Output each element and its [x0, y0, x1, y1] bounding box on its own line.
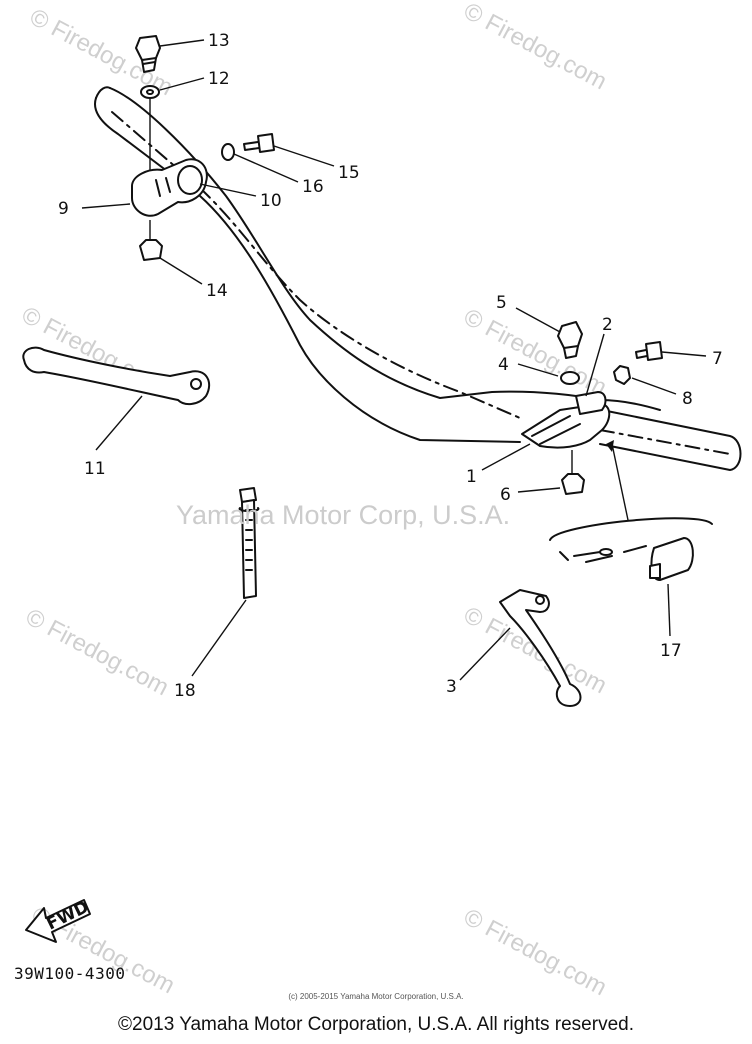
lever-11: [22, 346, 211, 406]
watermark: © Firedog.com: [459, 601, 611, 699]
callout-6: 6: [500, 485, 511, 505]
callout-11: 11: [84, 459, 106, 479]
callout-10: 10: [260, 191, 282, 211]
callout-7: 7: [712, 349, 723, 369]
small-copyright: (c) 2005-2015 Yamaha Motor Corporation, …: [288, 992, 464, 1001]
callout-2: 2: [602, 315, 613, 335]
callout-12: 12: [208, 69, 230, 89]
callout-4: 4: [498, 355, 509, 375]
callout-numbers: 13 12 15 16 10 9 14 11 5 2 4 7 8 1 6 17 …: [58, 31, 723, 701]
switch-detail: [549, 440, 713, 581]
watermark: © Firedog.com: [459, 0, 611, 95]
callout-1: 1: [466, 467, 477, 487]
callout-9: 9: [58, 199, 69, 219]
callout-8: 8: [682, 389, 693, 409]
watermark: © Firedog.com: [459, 903, 611, 1001]
callout-17: 17: [660, 641, 682, 661]
handlebar: [94, 86, 742, 471]
cable-tie-18: [238, 487, 260, 599]
right-clamp-assembly: [521, 321, 663, 495]
leader-lines: [81, 39, 707, 681]
upper-clamp-assembly: [131, 35, 275, 261]
copyright-footer: ©2013 Yamaha Motor Corporation, U.S.A. A…: [118, 1014, 634, 1035]
watermark: © Firedog.com: [21, 603, 173, 701]
callout-14: 14: [206, 281, 228, 301]
callout-16: 16: [302, 177, 324, 197]
callout-5: 5: [496, 293, 507, 313]
callout-13: 13: [208, 31, 230, 51]
callout-18: 18: [174, 681, 196, 701]
callout-3: 3: [446, 677, 457, 697]
center-watermark: Yamaha Motor Corp, U.S.A.: [176, 500, 511, 530]
diagram-part-code: 39W100-4300: [14, 964, 126, 983]
callout-15: 15: [338, 163, 360, 183]
lever-3: [499, 589, 582, 707]
